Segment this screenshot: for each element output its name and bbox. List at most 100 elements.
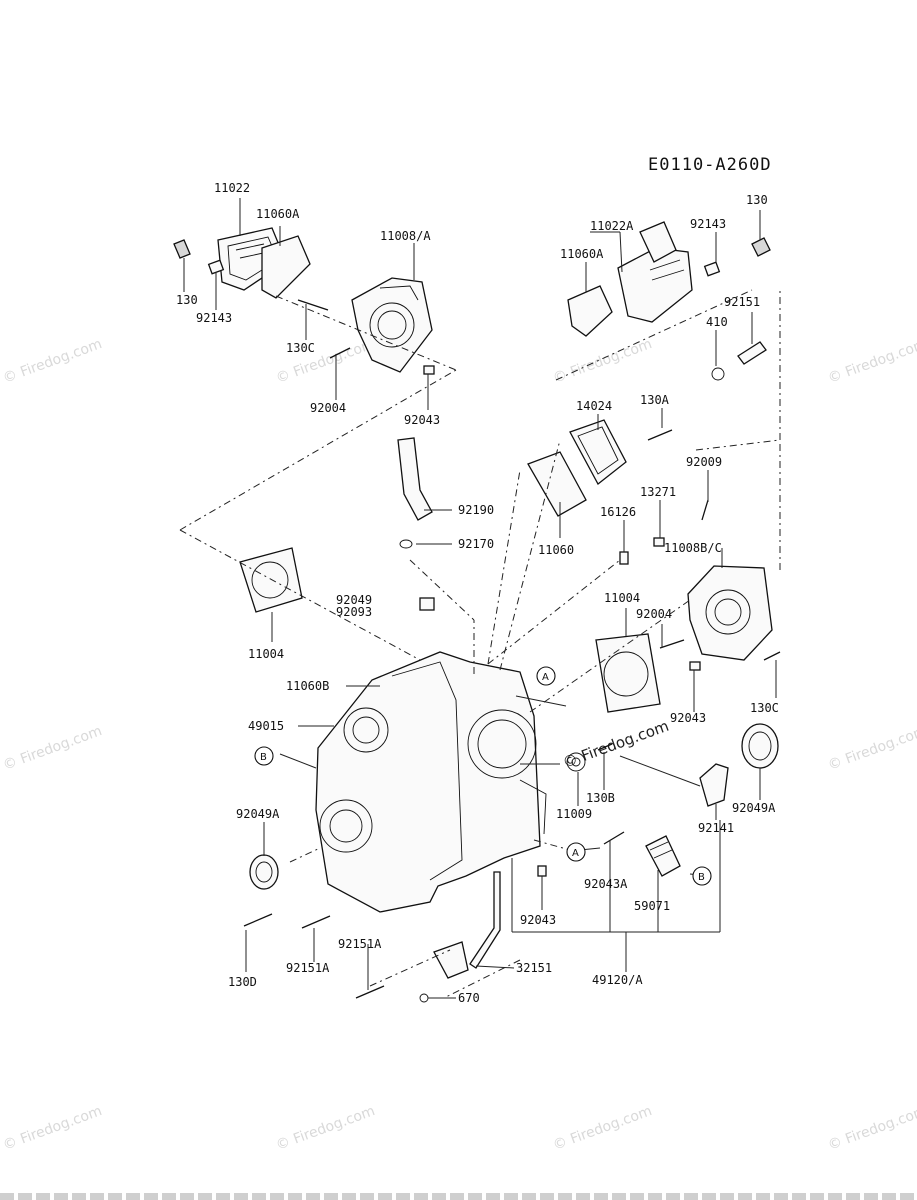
part-label: 92043	[520, 913, 556, 927]
watermark: © Firedog.com	[826, 1103, 917, 1154]
ref-mark-a-lower: A	[566, 842, 586, 862]
part-label: 130B	[586, 791, 615, 805]
guide-11009	[566, 752, 586, 772]
page-edge-band	[0, 1193, 917, 1200]
part-label: 410	[706, 315, 728, 329]
part-label: 130C	[750, 701, 779, 715]
part-label: 670	[458, 991, 480, 1005]
right-head-gasket	[595, 633, 661, 713]
part-label: 92004	[310, 401, 346, 415]
svg-text:B: B	[260, 752, 267, 763]
part-label: 92043	[404, 413, 440, 427]
part-label: 16126	[600, 505, 636, 519]
part-labels: 11022 11060A 11008/A 130 92143 130C 9200…	[176, 181, 779, 1005]
part-label: 92009	[686, 455, 722, 469]
part-label: 11009	[556, 807, 592, 821]
part-label: 92143	[196, 311, 232, 325]
part-label: 11004	[248, 647, 284, 661]
part-label: 92190	[458, 503, 494, 517]
part-label: 130	[176, 293, 198, 307]
crankcase	[315, 597, 547, 913]
spring-59071	[645, 835, 681, 877]
right-cylinder-head	[687, 565, 773, 661]
plug-670	[419, 993, 429, 1003]
watermark: © Firedog.com	[1, 723, 104, 774]
part-label: 130D	[228, 975, 257, 989]
oil-seal-92049a-left	[249, 854, 279, 890]
ref-mark-b-left: B	[254, 746, 274, 766]
part-label: 130C	[286, 341, 315, 355]
part-label: 92151A	[286, 961, 330, 975]
part-label: 49015	[248, 719, 284, 733]
part-label: 32151	[516, 961, 552, 975]
left-dowel-92043	[423, 365, 435, 375]
svg-text:A: A	[542, 672, 549, 683]
part-label: 130A	[640, 393, 670, 407]
leader-lines	[183, 198, 777, 999]
part-label: 59071	[634, 899, 670, 913]
left-bolt-130	[173, 239, 191, 259]
svg-text:A: A	[572, 848, 579, 859]
part-label: 92049A	[732, 801, 776, 815]
clamp-92170	[399, 539, 413, 549]
watermark: © Firedog.com	[1, 336, 104, 387]
bolt-92151a-left	[301, 915, 331, 929]
ref-mark-b-right: B	[692, 866, 712, 886]
left-cover-gasket	[261, 235, 311, 299]
part-label: 92004	[636, 607, 672, 621]
hose-92190	[397, 437, 433, 521]
part-label: 11008/A	[380, 229, 431, 243]
part-label: 92151A	[338, 937, 382, 951]
bolt-130b	[597, 743, 613, 751]
left-stud-92004	[329, 347, 351, 359]
watermark-center: © Firedog.com	[560, 717, 671, 772]
o-ring-410	[711, 367, 725, 381]
part-label: 11008B/C	[664, 541, 722, 555]
watermark: © Firedog.com	[551, 336, 654, 387]
part-label: 92143	[690, 217, 726, 231]
cap-13271	[653, 537, 665, 547]
left-head-gasket	[239, 547, 303, 613]
right-bushing-92143	[703, 261, 721, 277]
part-label: 49120/A	[592, 973, 643, 987]
part-label: 11060B	[286, 679, 329, 693]
pin-16126	[619, 551, 629, 565]
ref-mark-a-upper: A	[536, 666, 556, 686]
right-cover-gasket	[567, 285, 613, 337]
pipe-32151	[433, 871, 501, 979]
bolt-130a	[647, 429, 673, 441]
part-label: 14024	[576, 399, 612, 413]
part-label: 92043	[670, 711, 706, 725]
right-stud-92004	[659, 639, 685, 649]
fitting-92151	[737, 341, 767, 365]
watermark: © Firedog.com	[551, 1103, 654, 1154]
part-label: 92049	[336, 593, 372, 607]
part-label: 11060A	[256, 207, 300, 221]
left-bushing-92143	[207, 259, 225, 275]
oil-seal-92049a-right	[741, 723, 779, 769]
right-rocker-cover	[617, 221, 693, 323]
bolt-130c-lower	[763, 651, 781, 661]
gasket-11060	[527, 451, 587, 517]
diagram-id: E0110-A260D	[648, 155, 772, 175]
right-dowel-92043	[689, 661, 701, 671]
watermark: © Firedog.com	[826, 723, 917, 774]
part-label: 11022	[214, 181, 250, 195]
watermark: © Firedog.com	[1, 1103, 104, 1154]
screw-92009	[701, 499, 709, 521]
part-label: 11022A	[590, 219, 634, 233]
svg-text:B: B	[698, 872, 705, 883]
watermark: © Firedog.com	[826, 336, 917, 387]
dowel-92043-bottom	[537, 865, 547, 877]
part-label: 92093	[336, 605, 372, 619]
dowel-92043a	[603, 831, 625, 845]
part-label: 11060A	[560, 247, 604, 261]
part-label: 130	[746, 193, 768, 207]
part-label: 13271	[640, 485, 676, 499]
part-label: 11060	[538, 543, 574, 557]
bolt-92151a-right	[355, 985, 385, 999]
alignment-lines	[179, 289, 781, 999]
bolt-130d	[243, 913, 273, 927]
cover-plate-14024	[569, 419, 627, 485]
left-cylinder-head	[351, 277, 433, 373]
